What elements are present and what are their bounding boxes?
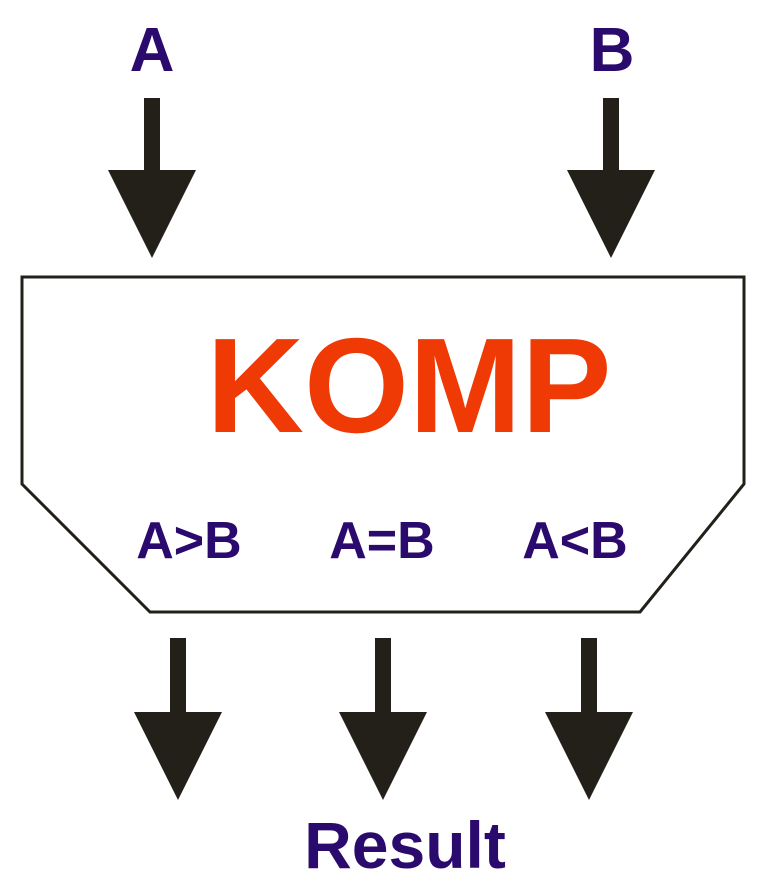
output-label-equal: A=B	[329, 512, 434, 570]
input-a-label: A	[130, 16, 175, 85]
block-title: KOMP	[207, 310, 612, 461]
input-b-arrow	[567, 98, 655, 258]
output-arrow-greater	[134, 638, 222, 800]
output-arrow-equal	[339, 638, 427, 800]
output-label-less: A<B	[522, 512, 627, 570]
input-a-arrow	[108, 98, 196, 258]
comparator-block	[20, 275, 746, 614]
output-arrow-less	[545, 638, 633, 800]
input-b-label: B	[590, 16, 635, 85]
result-label: Result	[304, 808, 506, 882]
output-label-greater: A>B	[136, 512, 241, 570]
